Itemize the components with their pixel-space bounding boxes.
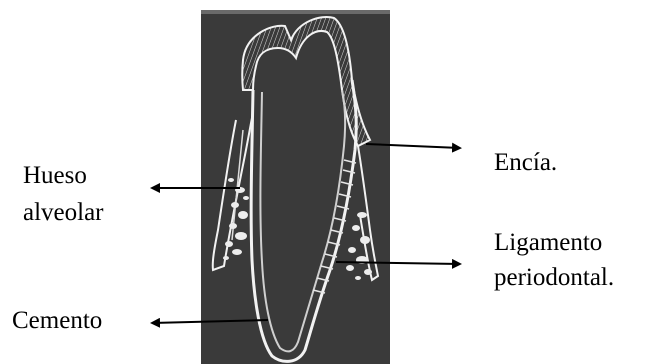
ligamento-label-line1: Ligamento (494, 229, 602, 256)
hueso-label-line2: alveolar (23, 199, 104, 226)
hueso-label-line1: Hueso (23, 162, 87, 189)
encia-label: Encía. (494, 149, 557, 176)
ligamento-label-line2: periodontal. (494, 264, 614, 291)
cemento-label: Cemento (12, 307, 102, 334)
panel-top-edge (201, 10, 390, 14)
